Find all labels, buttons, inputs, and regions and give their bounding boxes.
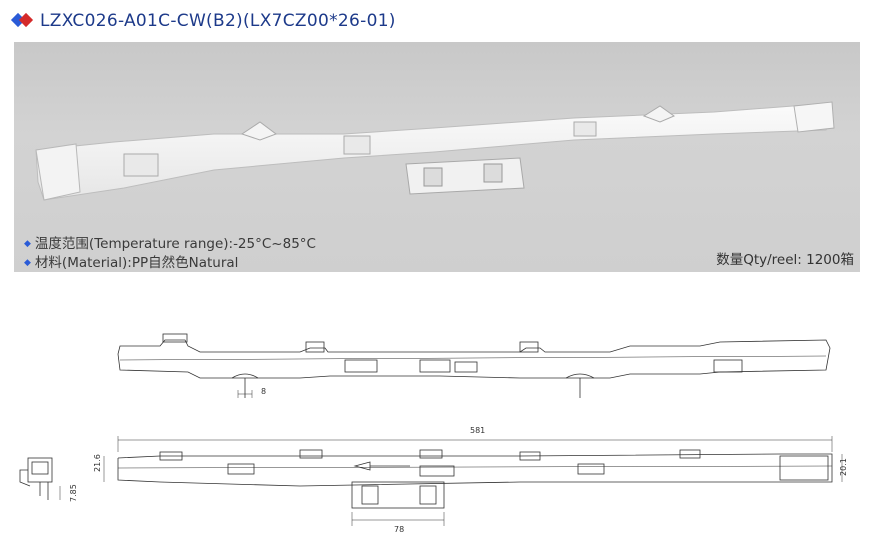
quantity-per-reel: 数量Qty/reel: 1200箱 — [716, 252, 854, 268]
diamond-bullet-icon: ◆ — [24, 258, 31, 268]
diamond-bullet-icon: ◆ — [24, 239, 31, 249]
spec-temperature: ◆温度范围(Temperature range):-25°C~85°C — [24, 232, 316, 252]
dim-78: 78 — [394, 525, 404, 534]
spec-temperature-text: 温度范围(Temperature range):-25°C~85°C — [34, 236, 316, 252]
dim-21-6: 21.6 — [93, 454, 102, 472]
dim-8: 8 — [261, 387, 266, 396]
technical-drawing: 8 581 21.6 20.1 7.85 78 — [19, 333, 848, 534]
part-number-title: LZXC026-A01C-CW(B2)(LX7CZ00*26-01) — [40, 11, 396, 31]
product-photo-panel: ◆温度范围(Temperature range):-25°C~85°C ◆材料(… — [14, 42, 860, 272]
brand-diamond-logo-icon — [10, 12, 34, 28]
product-photo — [35, 101, 835, 201]
dim-581: 581 — [470, 426, 485, 435]
spec-material-text: 材料(Material):PP自然色Natural — [34, 255, 239, 271]
dim-20-1: 20.1 — [839, 458, 848, 476]
side-view — [117, 333, 831, 398]
plan-view — [103, 436, 843, 526]
title-row: LZXC026-A01C-CW(B2)(LX7CZ00*26-01) — [10, 8, 396, 34]
end-view — [19, 457, 61, 500]
dim-7-85: 7.85 — [69, 484, 78, 502]
spec-material: ◆材料(Material):PP自然色Natural — [24, 251, 238, 271]
